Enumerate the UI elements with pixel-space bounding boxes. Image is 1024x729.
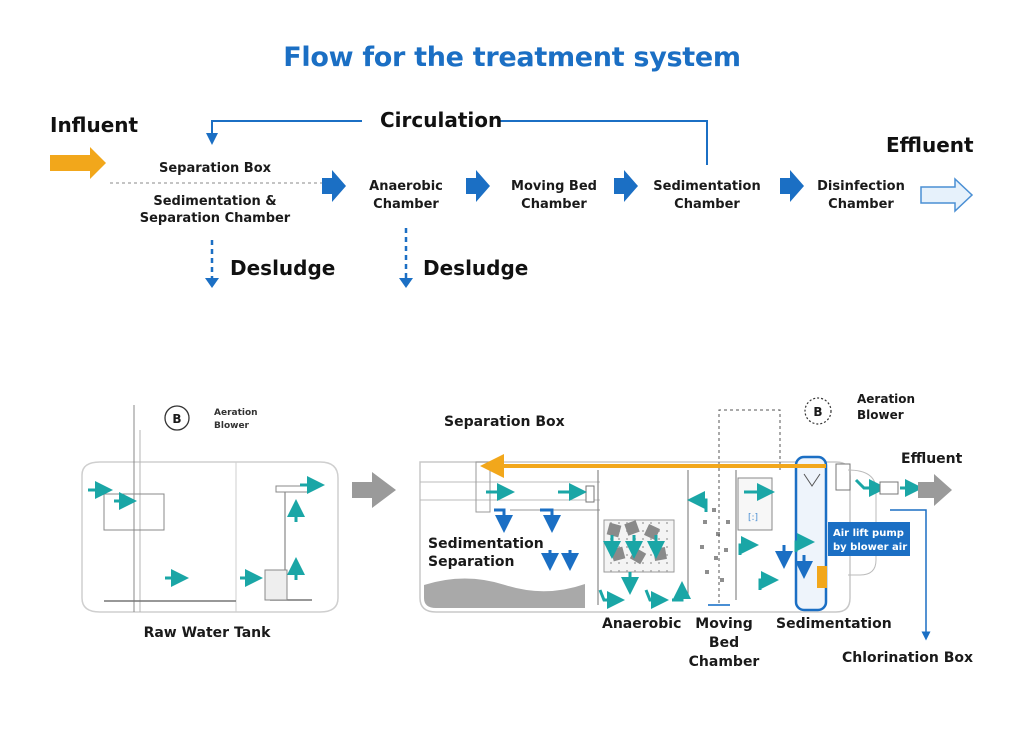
moving-bed-line3: Chamber <box>689 654 760 670</box>
circulation-line-left <box>206 120 362 145</box>
chlorination-box-label: Chlorination Box <box>842 650 973 666</box>
airlift-label-line2: by blower air <box>833 542 907 553</box>
desludge-arrowhead-2 <box>399 278 413 288</box>
stage-disinfection-line2: Chamber <box>828 197 894 212</box>
sedimentation-separation-line2: Separation <box>428 554 514 570</box>
influent-arrow <box>50 147 106 179</box>
flow-arrow-1 <box>322 170 346 202</box>
aeration-blower-line1: Aeration <box>857 392 915 406</box>
flow-arrow-3 <box>614 170 638 202</box>
circulation-label: Circulation <box>380 108 502 132</box>
desludge-label-1: Desludge <box>230 256 335 280</box>
detail-effluent-label: Effluent <box>901 451 963 467</box>
effluent-arrow <box>920 177 974 213</box>
stage-sedimentation-separation-line1: Sedimentation & <box>153 194 276 209</box>
desludge-arrowhead-1 <box>205 278 219 288</box>
anaerobic-label: Anaerobic <box>602 616 681 632</box>
raw-tank-blower-line1: Aeration <box>214 408 258 418</box>
stage-anaerobic-line2: Chamber <box>373 197 439 212</box>
stage-sedimentation-separation-line2: Separation Chamber <box>140 211 291 226</box>
stage-moving-bed-line1: Moving Bed <box>511 179 597 194</box>
sedimentation-label: Sedimentation <box>776 616 892 632</box>
stage-sedimentation-line2: Chamber <box>674 197 740 212</box>
detail-badge-circle <box>804 397 832 425</box>
detail-separation-box-label: Separation Box <box>444 414 565 430</box>
moving-bed-line2: Bed <box>709 635 739 651</box>
moving-bed-line1: Moving <box>695 616 752 632</box>
raw-tank-badge: B <box>172 412 181 426</box>
flow-arrow-2 <box>466 170 490 202</box>
effluent-label: Effluent <box>886 133 974 157</box>
raw-water-tank <box>81 405 339 613</box>
svg-text:[:]: [:] <box>748 513 758 523</box>
circulation-line-right <box>500 120 708 165</box>
stage-sedimentation-line1: Sedimentation <box>653 179 760 194</box>
stage-disinfection-line1: Disinfection <box>817 179 905 194</box>
sedimentation-separation-line1: Sedimentation <box>428 536 544 552</box>
raw-water-tank-label: Raw Water Tank <box>144 625 272 641</box>
aeration-blower-line2: Blower <box>857 408 904 422</box>
influent-label: Influent <box>50 113 139 137</box>
raw-tank-blower-line2: Blower <box>214 421 250 431</box>
flow-arrow-4 <box>780 170 804 202</box>
raw-tank-badge-circle <box>164 405 190 431</box>
diagram-title: Flow for the treatment system <box>283 42 740 73</box>
stage-moving-bed-line2: Chamber <box>521 197 587 212</box>
detail-badge: B <box>813 405 822 419</box>
separation-box-label: Separation Box <box>159 161 272 176</box>
transition-arrow <box>352 472 396 508</box>
airlift-label-line1: Air lift pump <box>833 528 904 539</box>
desludge-label-2: Desludge <box>423 256 528 280</box>
stage-anaerobic-line1: Anaerobic <box>369 179 443 194</box>
treatment-tank-cross-section: [:] <box>419 409 952 641</box>
